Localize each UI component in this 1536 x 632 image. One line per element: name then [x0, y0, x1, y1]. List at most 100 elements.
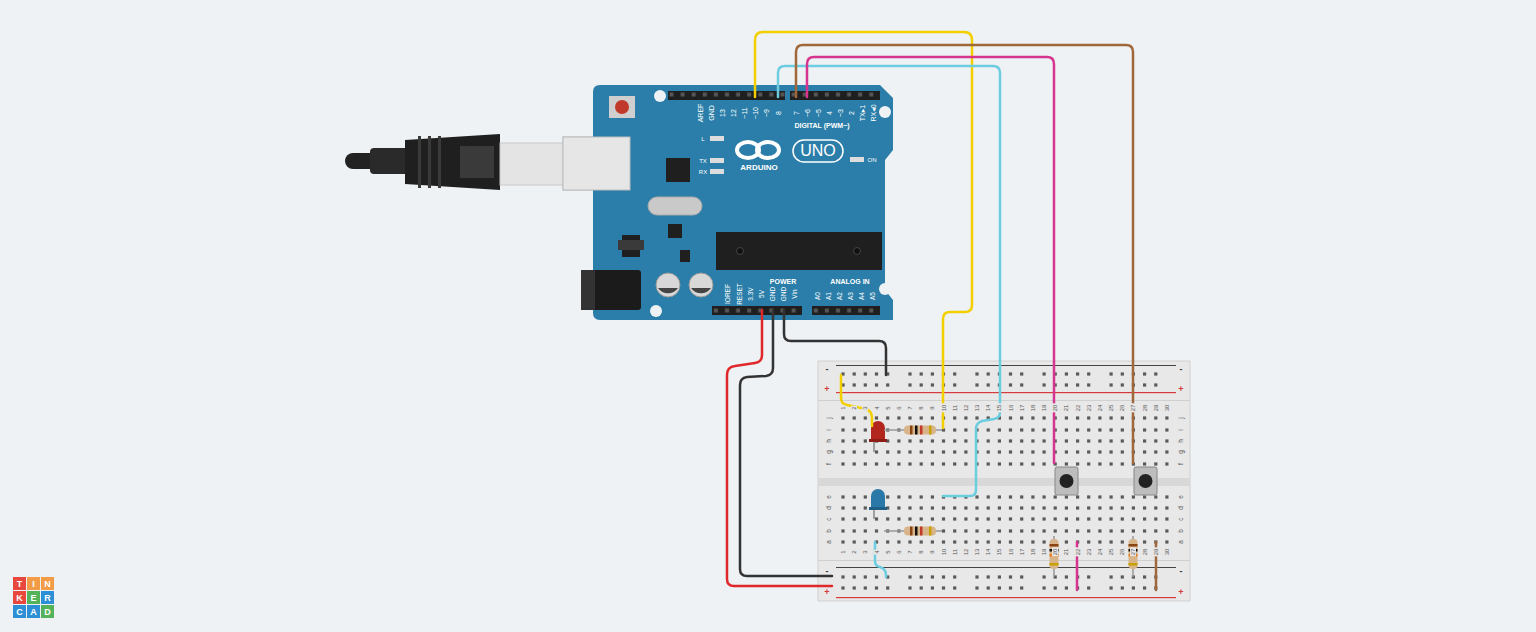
breadboard-hole [1065, 428, 1068, 431]
row-letter: b [1178, 528, 1185, 534]
pin-label: ~6 [804, 109, 811, 117]
breadboard-hole [975, 517, 978, 520]
rail-sign: + [1178, 588, 1183, 597]
breadboard-hole [1031, 506, 1034, 509]
illustration-part [689, 273, 713, 297]
breadboard-hole [920, 495, 923, 498]
pin-label: ~3 [837, 109, 844, 117]
breadboard-hole [1054, 517, 1057, 520]
breadboard-hole [1098, 462, 1101, 465]
blue-led [869, 489, 887, 519]
breadboard-hole [998, 495, 1001, 498]
column-number: 1 [840, 405, 846, 410]
breadboard-hole [1121, 586, 1124, 589]
illustration-part [869, 507, 887, 510]
breadboard-hole [1154, 462, 1157, 465]
breadboard-hole [1110, 495, 1113, 498]
illustration-part [618, 240, 644, 250]
illustration-part [405, 134, 500, 190]
breadboard-hole [987, 372, 990, 375]
breadboard-hole [875, 450, 878, 453]
breadboard-hole [1065, 506, 1068, 509]
breadboard-hole [1076, 439, 1079, 442]
illustration-part [915, 527, 918, 536]
breadboard-hole [1121, 529, 1124, 532]
illustration-part [656, 273, 680, 297]
brand-label: ARDUINO [740, 164, 777, 172]
breadboard-hole [1121, 372, 1124, 375]
breadboard-hole [1087, 416, 1090, 419]
breadboard-hole [920, 450, 923, 453]
breadboard-hole [1020, 450, 1023, 453]
breadboard-hole [908, 586, 911, 589]
pin-label: GND [770, 287, 777, 301]
breadboard-hole [1031, 416, 1034, 419]
breadboard-hole [953, 506, 956, 509]
rail-sign: + [824, 385, 829, 394]
illustration-part [910, 426, 913, 435]
breadboard-hole [864, 495, 867, 498]
breadboard-hole [975, 383, 978, 386]
column-number: 4 [874, 549, 880, 554]
pin-label: A1 [826, 292, 833, 300]
breadboard-hole [1065, 383, 1068, 386]
header-title: POWER [770, 278, 796, 285]
breadboard-hole [1009, 462, 1012, 465]
breadboard-hole [1121, 439, 1124, 442]
breadboard-hole [853, 575, 856, 578]
breadboard-hole [931, 506, 934, 509]
illustration-part [712, 306, 802, 315]
logo-letter: K [16, 593, 23, 602]
breadboard-hole [953, 439, 956, 442]
breadboard-hole [998, 428, 1001, 431]
breadboard-hole [897, 439, 900, 442]
breadboard-hole [953, 517, 956, 520]
illustration-part [428, 136, 431, 188]
breadboard-hole [908, 439, 911, 442]
breadboard-hole [908, 540, 911, 543]
breadboard-hole [1154, 495, 1157, 498]
breadboard-hole [953, 372, 956, 375]
breadboard-hole [1065, 462, 1068, 465]
breadboard-hole [908, 416, 911, 419]
logo-letter: A [30, 607, 37, 616]
breadboard-hole [1009, 586, 1012, 589]
row-letter: h [1178, 438, 1185, 444]
breadboard-hole [920, 439, 923, 442]
column-number: 28 [1142, 548, 1148, 557]
breadboard-hole [920, 517, 923, 520]
breadboard-hole [964, 540, 967, 543]
breadboard-hole [931, 450, 934, 453]
breadboard-hole [1165, 495, 1168, 498]
breadboard-hole [1154, 439, 1157, 442]
breadboard-hole [964, 450, 967, 453]
breadboard-hole [1121, 450, 1124, 453]
breadboard-hole [1054, 529, 1057, 532]
breadboard-hole [1165, 416, 1168, 419]
illustration-part [27, 577, 40, 590]
breadboard-hole [1031, 450, 1034, 453]
breadboard-hole [1121, 506, 1124, 509]
illustration-part [841, 375, 872, 426]
pin-label: 8 [775, 111, 782, 115]
pin-label: ~9 [763, 109, 770, 117]
breadboard-hole [1165, 462, 1168, 465]
breadboard-hole [1043, 586, 1046, 589]
breadboard-hole [1098, 495, 1101, 498]
breadboard-hole [1043, 383, 1046, 386]
breadboard-hole [1087, 383, 1090, 386]
breadboard-hole [875, 383, 878, 386]
logo-letter: I [32, 579, 35, 588]
push-button [1134, 467, 1157, 495]
column-number: 21 [1063, 548, 1069, 557]
logo-letter: C [16, 607, 23, 616]
illustration-part [563, 137, 630, 190]
illustration-part [757, 142, 779, 158]
breadboard-hole [841, 462, 844, 465]
breadboard-hole [987, 450, 990, 453]
breadboard-hole [864, 462, 867, 465]
column-number: 14 [985, 548, 991, 557]
breadboard-hole [987, 506, 990, 509]
illustration-part [784, 310, 886, 375]
breadboard-hole [864, 586, 867, 589]
